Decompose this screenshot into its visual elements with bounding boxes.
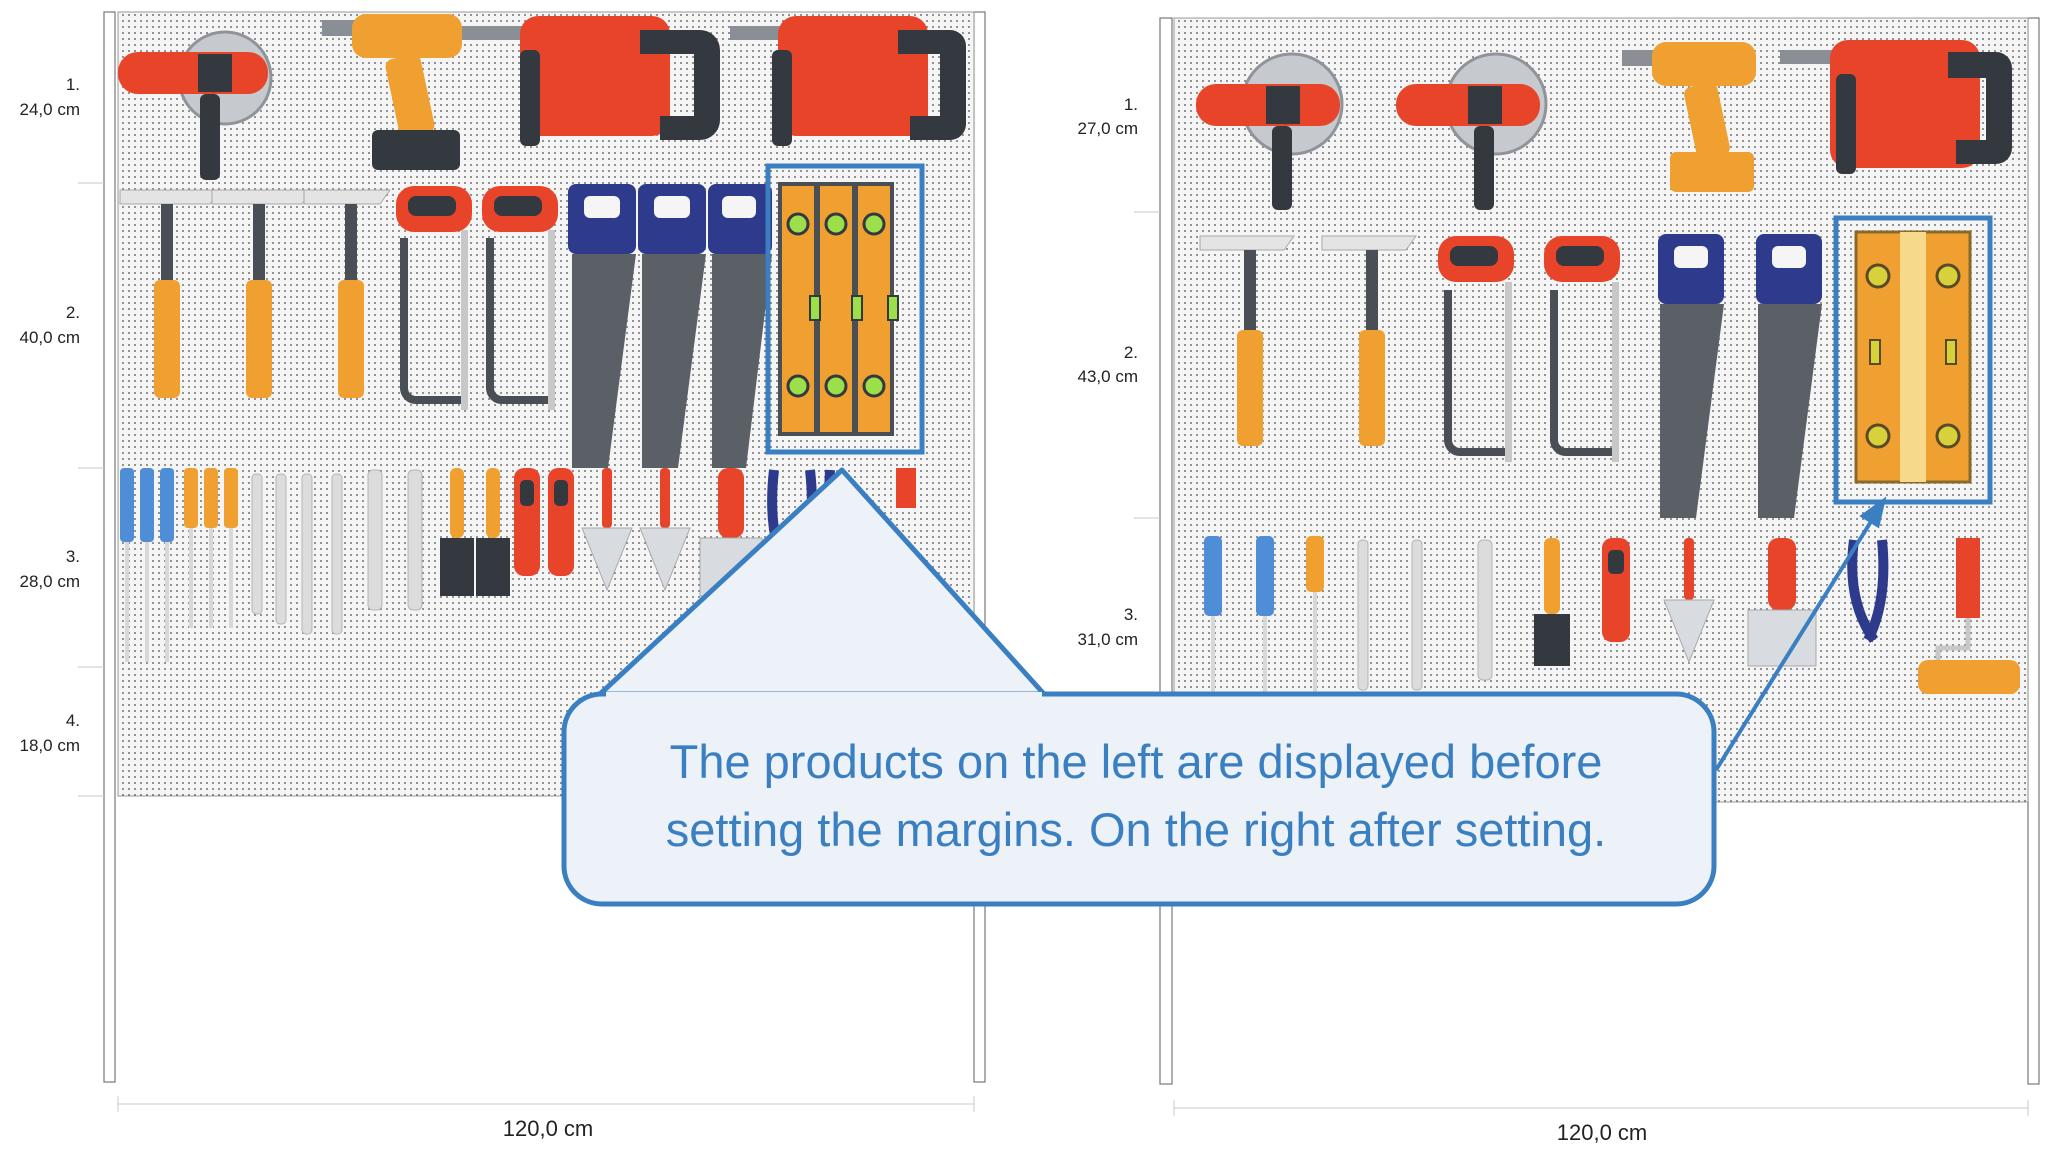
spirit-level-icon [778,182,899,436]
left-shelf-2-label: 2. 40,0 cm [20,303,80,347]
rotary-hammer-icon [462,16,720,146]
hand-saw-icon [1658,234,1724,518]
right-width-label: 120,0 cm [1557,1120,1648,1145]
left-shelf-4-number: 4. [66,711,80,730]
right-shelf-2-label: 2. 43,0 cm [1078,343,1138,386]
left-shelf-4-label: 4. 18,0 cm [20,711,80,755]
hand-saw-icon [708,184,772,468]
right-shelf-1-number: 1. [1124,95,1138,114]
left-shelf-1-number: 1. [66,75,80,94]
hand-saw-icon [638,184,706,468]
spirit-level-icon [1854,230,1972,484]
right-shelf-3-number: 3. [1124,605,1138,624]
trowel-icon [581,468,691,592]
right-shelf-1-height: 27,0 cm [1078,119,1138,138]
left-shelf-1-label: 1. 24,0 cm [20,75,80,119]
left-width-label: 120,0 cm [503,1116,594,1141]
cordless-drill-icon [322,14,462,170]
hammer-icon [211,189,313,398]
hacksaw-icon [396,186,472,410]
right-highlight-box [1833,215,1993,505]
right-stand-leg-right [2027,17,2040,1085]
trowel-icon [1663,538,1715,664]
hammer-icon [1321,235,1417,446]
hammer-icon [303,189,391,398]
right-shelf-2-number: 2. [1124,343,1138,362]
left-stand-leg-right [973,11,986,1083]
right-shelf-2-height: 43,0 cm [1078,367,1138,386]
wrench-icon [251,469,423,635]
right-display: 1. 27,0 cm 2. 43,0 cm 3. 31,0 cm 120,0 c… [1078,17,2040,1145]
left-shelf-3-label: 3. 28,0 cm [20,547,80,591]
right-shelf-3-label: 3. 31,0 cm [1078,605,1138,649]
callout-text-line-1: The products on the left are displayed b… [670,735,1603,788]
angle-grinder-icon [1196,52,1344,210]
wrench-icon [1357,539,1493,691]
utility-knife-icon [1602,538,1630,642]
callout-bubble: The products on the left are displayed b… [561,467,1887,907]
paint-roller-icon [1918,538,2020,694]
callout-text-line-2: setting the margins. On the right after … [666,803,1606,856]
angle-grinder-icon [118,30,273,180]
utility-knife-icon [514,468,574,576]
left-stand-leg-left [103,11,116,1083]
screwdriver-set-icon [1204,536,1324,706]
right-shelf-3-height: 31,0 cm [1078,630,1138,649]
hand-saw-icon [568,184,636,468]
angle-grinder-icon [1396,52,1548,210]
callout-pointer-line [1714,518,1874,772]
hand-saw-icon [1756,234,1822,518]
left-shelf-2-number: 2. [66,303,80,322]
hammer-icon [119,189,221,398]
left-shelf-4-height: 18,0 cm [20,736,80,755]
hammer-icon [1199,235,1295,446]
callout-arrowhead [1859,496,1887,529]
rotary-hammer-icon [1780,40,2012,174]
hacksaw-icon [482,186,558,410]
left-shelf-3-height: 28,0 cm [20,572,80,591]
screwdriver-set-icon [120,468,238,662]
left-shelf-3-number: 3. [66,547,80,566]
right-stand-leg-left [1159,17,1173,1085]
putty-knife-icon [1747,538,1817,667]
cordless-drill-icon [1622,42,1756,192]
hacksaw-icon [1544,236,1620,462]
rotary-hammer-icon [730,16,966,146]
right-shelf-1-label: 1. 27,0 cm [1078,95,1138,138]
left-shelf-2-height: 40,0 cm [20,328,80,347]
hacksaw-icon [1438,236,1514,462]
paint-brush-icon [440,468,510,596]
left-highlight-box [765,163,925,455]
left-shelf-1-height: 24,0 cm [20,100,80,119]
paint-brush-icon [1534,538,1570,666]
